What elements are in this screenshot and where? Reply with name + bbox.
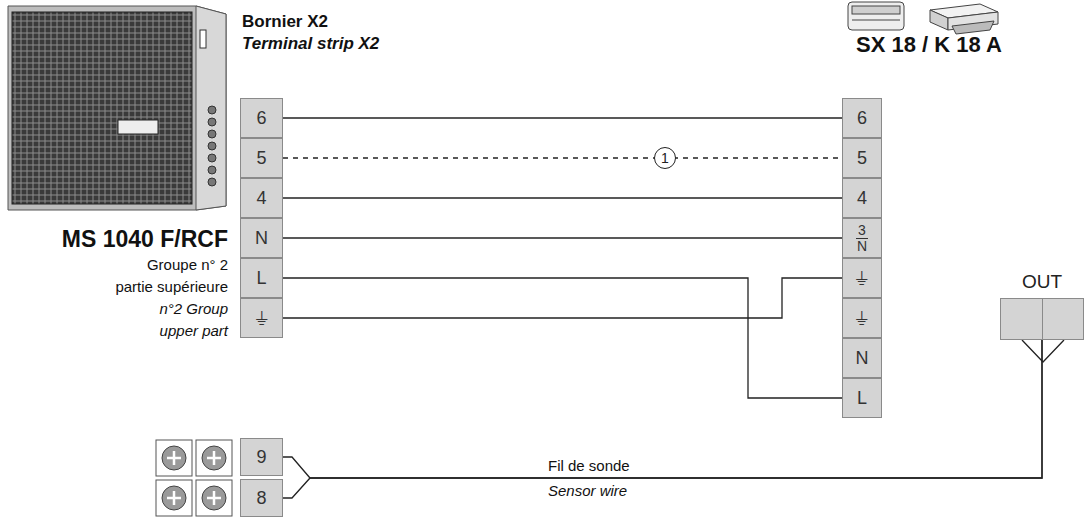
wire [283, 237, 842, 238]
wire [283, 340, 1042, 478]
sensor-divider [1042, 299, 1043, 339]
text-label: Terminal strip X2 [242, 34, 379, 54]
terminal-number: L [857, 388, 867, 408]
sensor-y [1022, 340, 1064, 362]
terminal-cell: ⏚ [842, 298, 882, 338]
terminal-number: 9 [256, 447, 266, 467]
terminal-cell: ⏚ [240, 298, 283, 338]
terminal-cell: 8 [240, 479, 283, 517]
text-label: Sensor wire [548, 482, 627, 499]
sensor-box: OUT [1000, 298, 1084, 340]
terminal-number: N [255, 228, 268, 248]
wire [283, 117, 842, 118]
terminal-number: 6 [857, 108, 867, 128]
terminal-cell: 5 [842, 138, 882, 178]
terminal-cell: 4 [240, 178, 283, 218]
indoor-unit-icons [848, 2, 998, 34]
text-label: n°2 Group [159, 300, 228, 317]
wire [283, 278, 842, 398]
terminal-cell: L [842, 378, 882, 418]
terminal-number: 3 [856, 223, 868, 239]
terminal-cell: 4 [842, 178, 882, 218]
terminal-number: 5 [256, 148, 266, 168]
terminal-cell: ⏚ [842, 258, 882, 298]
text-label: upper part [160, 322, 228, 339]
terminal-number: 4 [857, 188, 867, 208]
terminal-number: 4 [256, 188, 266, 208]
terminal-number: 8 [256, 488, 266, 508]
sensor-heading: OUT [1001, 272, 1083, 292]
terminal-cell: 9 [240, 438, 283, 476]
outdoor-unit [8, 6, 226, 210]
terminal-number: 6 [256, 108, 266, 128]
terminal-number: 5 [857, 148, 867, 168]
terminal-cell: 6 [240, 98, 283, 138]
wire [283, 197, 842, 198]
wire [283, 278, 842, 318]
terminal-number: ⏚ [255, 308, 269, 328]
text-label: Groupe n° 2 [147, 256, 228, 273]
text-label: Bornier X2 [242, 12, 328, 32]
terminal-number: N [855, 239, 869, 254]
terminal-cell: 3N [842, 218, 882, 258]
text-label: Fil de sonde [548, 457, 630, 474]
terminal-number: ⏚ [855, 268, 869, 288]
optional-wire [283, 157, 842, 158]
terminal-cell: 5 [240, 138, 283, 178]
terminal-cell: N [240, 218, 283, 258]
terminal-number: ⏚ [855, 308, 869, 328]
text-label: MS 1040 F/RCF [62, 226, 228, 253]
terminal-cell: L [240, 258, 283, 298]
screw-terminals [156, 440, 232, 516]
terminal-number: L [256, 268, 266, 288]
text-label: SX 18 / K 18 A [856, 32, 1002, 58]
text-label: partie supérieure [115, 278, 228, 295]
terminal-cell: 6 [842, 98, 882, 138]
callout-number: 1 [654, 147, 676, 169]
terminal-number: N [856, 348, 869, 368]
terminal-cell: N [842, 338, 882, 378]
wire [283, 340, 1042, 498]
